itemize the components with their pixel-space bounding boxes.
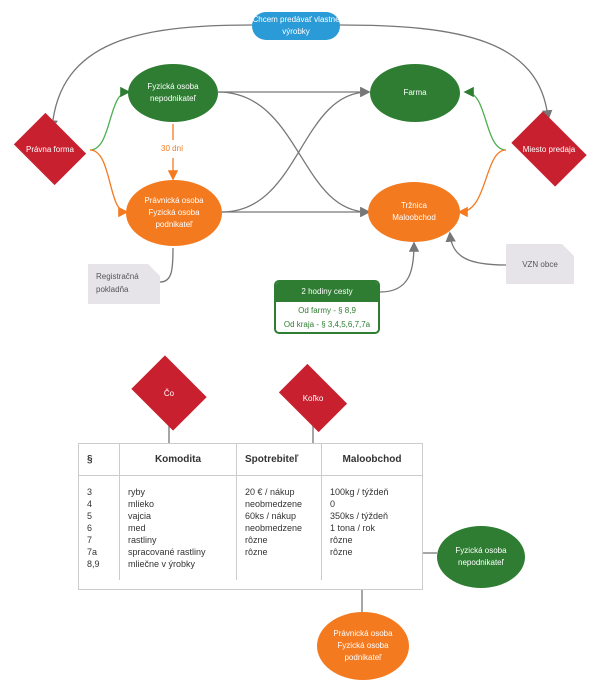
co-label: Čo bbox=[163, 388, 175, 398]
cesta-line-1: Od farmy - § 8,9 bbox=[298, 306, 356, 315]
cesta-header: 2 hodiny cesty bbox=[276, 282, 378, 302]
pravnicka-osoba-bottom-node: Právnická osoba Fyzická osoba podnikateľ bbox=[317, 612, 409, 680]
header-spotrebitel: Spotrebiteľ bbox=[236, 444, 322, 476]
cesta-line-2: Od kraja - § 3,4,5,6,7,7a bbox=[283, 320, 371, 329]
trznica-node: Tržnica Maloobchod bbox=[368, 182, 460, 242]
fyzicka-osoba-top-node: Fyzická osoba nepodnikateľ bbox=[128, 64, 218, 122]
chcem-predavat-node: Chcem predávať vlastné výrobky bbox=[252, 12, 340, 40]
miesto-predaja-diamond: Miesto predaja bbox=[506, 111, 592, 187]
pravna-forma-label: Právna forma bbox=[25, 144, 75, 154]
vzn-obce-note: VZN obce bbox=[506, 244, 574, 284]
dve-hodiny-cesty-box: 2 hodiny cesty Od farmy - § 8,9 Od kraja… bbox=[274, 280, 380, 334]
co-diamond: Čo bbox=[128, 355, 210, 431]
pravnicka-osoba-top-node: Právnická osoba Fyzická osoba podnikateľ bbox=[126, 180, 222, 246]
fyzicka-osoba-bottom-node: Fyzická osoba nepodnikateľ bbox=[437, 526, 525, 588]
header-komodita: Komodita bbox=[119, 444, 237, 476]
kolko-diamond: Koľko bbox=[274, 363, 352, 433]
header-paragraf: § bbox=[79, 444, 120, 476]
registracna-pokladna-note: Registračná pokladňa bbox=[88, 264, 160, 304]
kolko-label: Koľko bbox=[302, 393, 324, 403]
farma-node: Farma bbox=[370, 64, 460, 122]
header-maloobchod: Maloobchod bbox=[321, 444, 422, 476]
pravna-forma-diamond: Právna forma bbox=[10, 112, 90, 186]
miesto-predaja-label: Miesto predaja bbox=[522, 144, 576, 154]
30-dni-label: 30 dní bbox=[161, 144, 184, 153]
